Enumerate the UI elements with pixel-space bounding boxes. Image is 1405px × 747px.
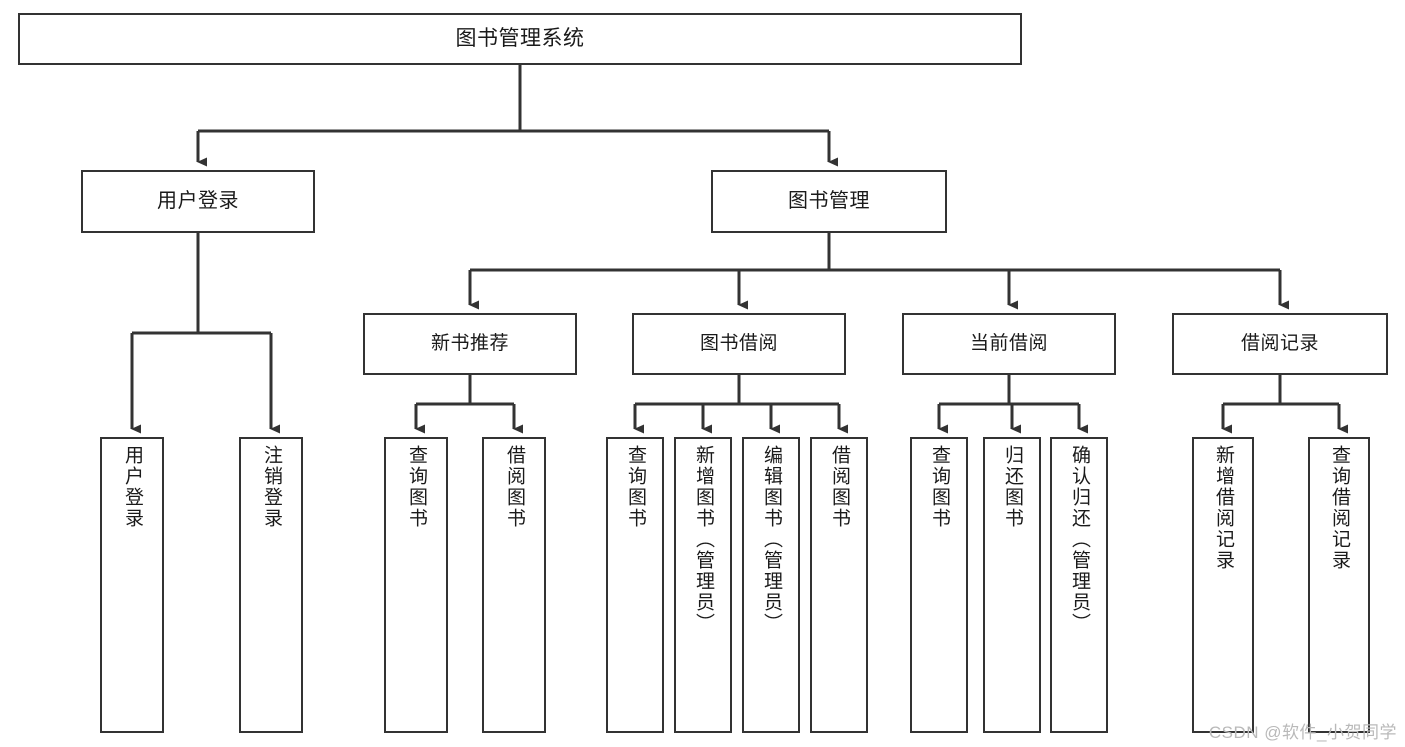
node-leaf-query-borrow-record[interactable]: 查询借阅记录 bbox=[1308, 437, 1370, 733]
node-new-book-recommend-label: 新书推荐 bbox=[430, 332, 509, 354]
node-leaf-add-borrow-record[interactable]: 新增借阅记录 bbox=[1192, 437, 1254, 733]
node-leaf-add-book-admin-label: 新增图书（管理员） bbox=[692, 445, 714, 634]
node-current-borrow[interactable]: 当前借阅 bbox=[902, 313, 1116, 375]
edges-root-to-level2 bbox=[196, 65, 838, 167]
node-leaf-edit-book-admin-label: 编辑图书（管理员） bbox=[760, 445, 782, 634]
node-leaf-return-book-label: 归还图书 bbox=[1001, 445, 1023, 529]
node-leaf-add-borrow-record-label: 新增借阅记录 bbox=[1212, 445, 1234, 571]
node-leaf-borrow-book-recommend[interactable]: 借阅图书 bbox=[482, 437, 546, 733]
node-leaf-confirm-return-admin[interactable]: 确认归还（管理员） bbox=[1050, 437, 1108, 733]
edges-bookborrow-to-leaves bbox=[633, 375, 848, 434]
node-leaf-borrow-book-recommend-label: 借阅图书 bbox=[503, 445, 525, 529]
node-user-login[interactable]: 用户登录 bbox=[81, 170, 315, 233]
node-leaf-logout-login-label: 注销登录 bbox=[260, 445, 282, 529]
node-book-manage-label: 图书管理 bbox=[788, 189, 870, 212]
node-borrow-record[interactable]: 借阅记录 bbox=[1172, 313, 1388, 375]
node-leaf-confirm-return-admin-label: 确认归还（管理员） bbox=[1068, 445, 1090, 634]
node-leaf-user-login[interactable]: 用户登录 bbox=[100, 437, 164, 733]
node-leaf-edit-book-admin[interactable]: 编辑图书（管理员） bbox=[742, 437, 800, 733]
node-book-manage[interactable]: 图书管理 bbox=[711, 170, 947, 233]
node-leaf-query-borrow-record-label: 查询借阅记录 bbox=[1328, 445, 1350, 571]
node-leaf-query-book-borrow-label: 查询图书 bbox=[624, 445, 646, 529]
node-leaf-return-book[interactable]: 归还图书 bbox=[983, 437, 1041, 733]
node-leaf-query-book-current-label: 查询图书 bbox=[928, 445, 950, 529]
edges-bookmanage-to-level3 bbox=[468, 233, 1289, 310]
edges-currentborrow-to-leaves bbox=[937, 375, 1088, 434]
node-leaf-user-login-label: 用户登录 bbox=[121, 445, 143, 529]
node-book-borrow[interactable]: 图书借阅 bbox=[632, 313, 846, 375]
node-borrow-record-label: 借阅记录 bbox=[1240, 332, 1319, 354]
edges-userlogin-to-leaves bbox=[130, 233, 280, 434]
node-current-borrow-label: 当前借阅 bbox=[969, 332, 1048, 354]
node-new-book-recommend[interactable]: 新书推荐 bbox=[363, 313, 577, 375]
node-leaf-query-book-recommend[interactable]: 查询图书 bbox=[384, 437, 448, 733]
csdn-watermark: CSDN @软件_小贺同学 bbox=[1208, 723, 1397, 742]
node-leaf-query-book-recommend-label: 查询图书 bbox=[405, 445, 427, 529]
node-leaf-borrow-book-label: 借阅图书 bbox=[828, 445, 850, 529]
edges-borrowrecord-to-leaves bbox=[1221, 375, 1348, 434]
node-leaf-query-book-current[interactable]: 查询图书 bbox=[910, 437, 968, 733]
node-book-borrow-label: 图书借阅 bbox=[699, 332, 778, 354]
node-root-label: 图书管理系统 bbox=[455, 26, 585, 50]
node-root-system[interactable]: 图书管理系统 bbox=[18, 13, 1022, 65]
node-leaf-add-book-admin[interactable]: 新增图书（管理员） bbox=[674, 437, 732, 733]
node-leaf-borrow-book[interactable]: 借阅图书 bbox=[810, 437, 868, 733]
node-leaf-query-book-borrow[interactable]: 查询图书 bbox=[606, 437, 664, 733]
node-leaf-logout-login[interactable]: 注销登录 bbox=[239, 437, 303, 733]
edges-newbook-to-leaves bbox=[414, 375, 523, 434]
node-user-login-label: 用户登录 bbox=[157, 189, 239, 212]
